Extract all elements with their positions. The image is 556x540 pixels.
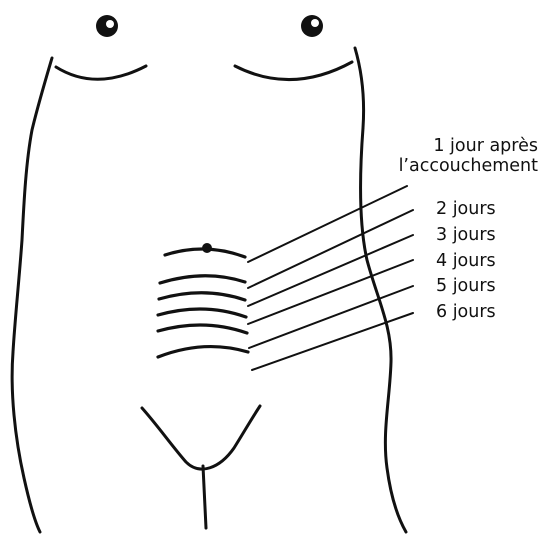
fundus-curve-day-1 [165,249,245,257]
fundus-curve-day-2 [160,276,245,283]
label-day-5: 5 jours [436,276,496,296]
label-day-1-line-2: l’accouchement [399,156,538,176]
label-day-3: 3 jours [436,225,496,245]
right-body-contour [355,48,406,532]
fundus-curve-day-4 [158,309,246,317]
groin-curve [142,406,260,469]
fundus-curve-day-5 [158,325,247,333]
label-day-6: 6 jours [436,302,496,322]
right-nipple [301,15,323,37]
label-day-2: 2 jours [436,199,496,219]
left-body-contour [12,58,52,532]
fundus-curve-day-3 [159,293,245,300]
pubic-line [203,466,206,528]
label-day-4: 4 jours [436,251,496,271]
left-nipple [96,15,118,37]
label-day-1: 1 jour après l’accouchement [399,136,538,176]
right-breast-line [235,62,352,80]
label-day-1-line-1: 1 jour après [399,136,538,156]
left-breast-line [56,66,146,79]
fundus-curve-day-6 [158,347,248,357]
